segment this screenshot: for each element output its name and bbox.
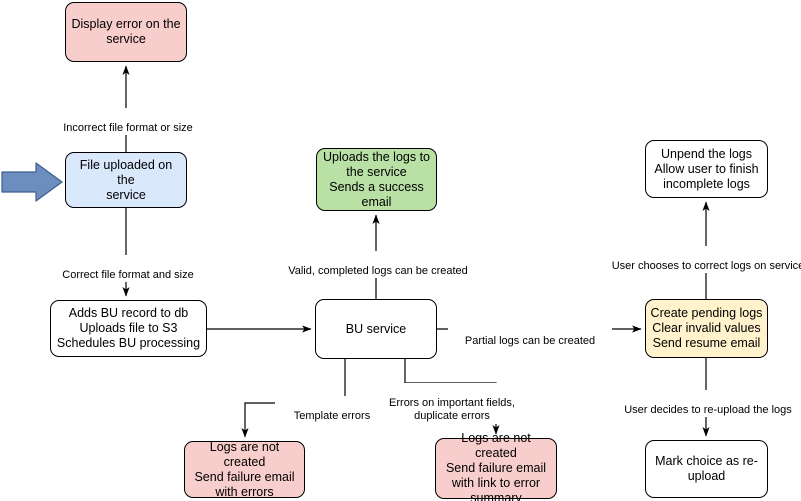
node-file-uploaded-on-the-service[interactable]: File uploaded on the service <box>65 152 187 208</box>
node-label: Create pending logs Clear invalid values… <box>650 306 763 350</box>
node-label: Uploads the logs to the service Sends a … <box>322 149 430 209</box>
node-adds-bu-record[interactable]: Adds BU record to db Uploads file to S3 … <box>50 300 207 357</box>
node-unpend-the-logs[interactable]: Unpend the logs Allow user to finish inc… <box>645 140 768 198</box>
node-label: File uploaded on the service <box>79 157 173 202</box>
node-label: Logs are not created Send failure email … <box>445 431 547 501</box>
edge-label-text: Incorrect file format or size <box>63 121 193 134</box>
node-bu-service[interactable]: BU service <box>315 299 437 359</box>
node-label: BU service <box>345 321 407 336</box>
node-logs-not-created-error-summary[interactable]: Logs are not created Send failure email … <box>435 431 557 501</box>
node-mark-choice-as-reupload[interactable]: Mark choice as re- upload <box>645 440 768 498</box>
edge-label-text: Valid, completed logs can be created <box>288 264 468 277</box>
node-label: Adds BU record to db Uploads file to S3 … <box>56 306 201 350</box>
node-logs-not-created-with-errors[interactable]: Logs are not created Send failure email … <box>184 439 305 499</box>
node-uploads-the-logs[interactable]: Uploads the logs to the service Sends a … <box>316 148 437 211</box>
edge-label-errors-on-important-fields: Errors on important fields, duplicate er… <box>380 383 524 424</box>
edge-label-template-errors: Template errors <box>275 396 389 423</box>
edge-label-text: Partial logs can be created <box>464 334 596 347</box>
node-label: Display error on the service <box>71 17 181 46</box>
edge-label-user-chooses-to-correct-logs: User chooses to correct logs on service <box>596 246 801 273</box>
edge-label-user-decides-to-reupload: User decides to re-upload the logs <box>611 390 801 417</box>
edge-label-correct-file-format: Correct file format and size <box>26 255 230 282</box>
edge-label-valid-completed-logs: Valid, completed logs can be created <box>256 251 500 278</box>
edge-label-text: User chooses to correct logs on service <box>611 259 801 272</box>
start-block-arrow-icon <box>1 162 63 202</box>
node-label: Mark choice as re- upload <box>655 454 758 483</box>
edge-label-text: Template errors <box>293 409 371 422</box>
node-display-error[interactable]: Display error on the service <box>65 2 187 62</box>
edge-label-text: User decides to re-upload the logs <box>624 403 792 416</box>
edge-label-text: Errors on important fields, duplicate er… <box>389 396 515 423</box>
edge-label-text: Correct file format and size <box>62 268 194 281</box>
edge-label-partial-logs: Partial logs can be created <box>448 321 612 348</box>
node-label: Logs are not created Send failure email … <box>194 439 295 499</box>
node-create-pending-logs[interactable]: Create pending logs Clear invalid values… <box>645 299 768 358</box>
edge-label-incorrect-file-format: Incorrect file format or size <box>26 108 230 135</box>
node-label: Unpend the logs Allow user to finish inc… <box>654 146 759 191</box>
